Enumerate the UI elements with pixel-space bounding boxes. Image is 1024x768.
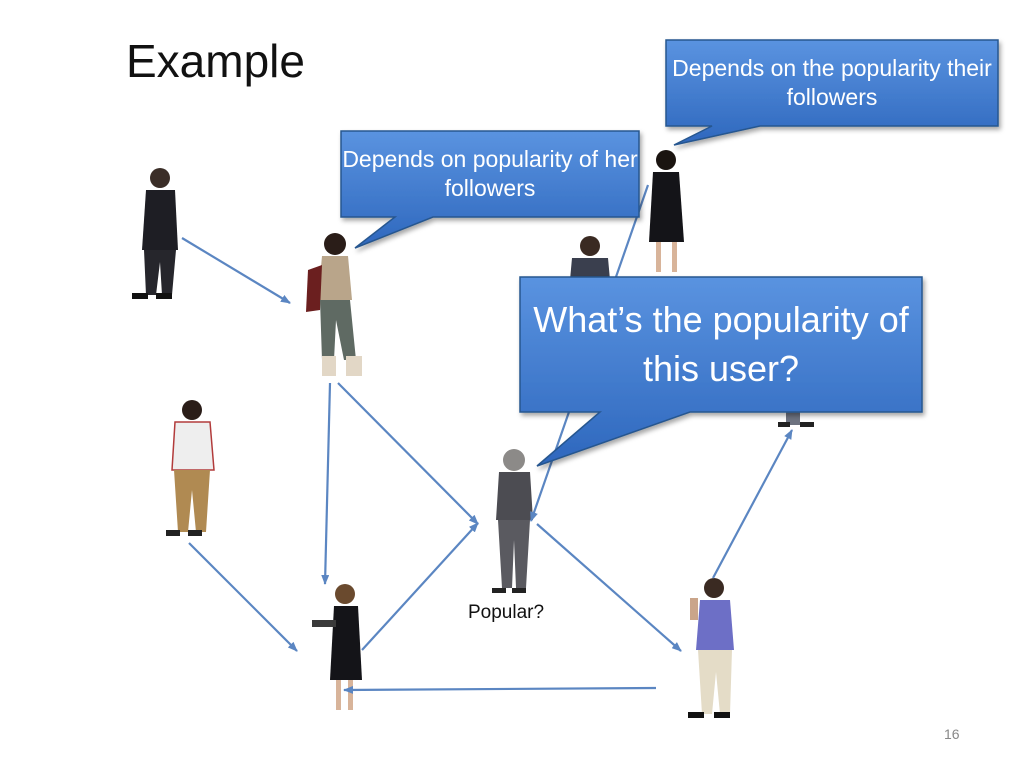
callout-question: What’s the popularity of this user? bbox=[533, 298, 909, 389]
callout-their-followers-bubble bbox=[665, 39, 999, 146]
person-woman-on-phone bbox=[306, 233, 362, 376]
slide-title: Example bbox=[126, 35, 305, 87]
callout-her-followers: Depends on popularity of her followers bbox=[342, 146, 638, 201]
callout-their-followers: Depends on the popularity their follower… bbox=[672, 55, 992, 110]
edge-arrow bbox=[536, 523, 682, 652]
person-woman-in-black-dress bbox=[649, 150, 684, 272]
callout-question-bubble bbox=[519, 276, 923, 467]
edge-arrow bbox=[343, 685, 657, 694]
person-man-in-suit bbox=[132, 168, 178, 299]
person-woman-popular bbox=[492, 449, 533, 593]
edge-arrow bbox=[188, 542, 298, 652]
edge-arrow bbox=[712, 429, 793, 579]
callout-her-followers-bubble bbox=[340, 130, 640, 249]
edge-arrow bbox=[361, 522, 479, 651]
person-woman-with-notebook bbox=[312, 584, 362, 710]
edge-arrow bbox=[181, 237, 291, 304]
popular-label: Popular? bbox=[468, 602, 545, 623]
edge-arrow bbox=[337, 382, 479, 525]
person-man-gesturing bbox=[688, 578, 734, 718]
person-man-in-hoodie bbox=[166, 400, 215, 536]
page-number: 16 bbox=[944, 726, 960, 742]
edge-arrow bbox=[321, 382, 332, 585]
